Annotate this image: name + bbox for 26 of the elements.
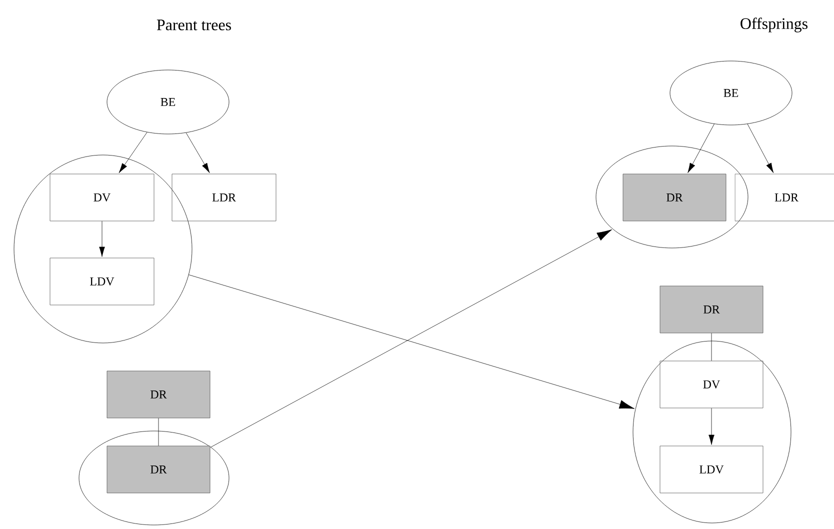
column-heading: Parent trees xyxy=(156,20,231,30)
arrow xyxy=(210,229,612,448)
process-box: DR xyxy=(106,446,210,494)
process-box: DV xyxy=(50,174,154,222)
ellipse-node: BE xyxy=(106,70,230,134)
selection-ellipse xyxy=(596,146,748,248)
arrow xyxy=(747,124,774,173)
process-box: DR xyxy=(106,370,210,418)
process-box: DR xyxy=(622,174,726,222)
arrow xyxy=(688,124,714,173)
arrow xyxy=(118,132,148,174)
process-box: DV xyxy=(660,360,764,408)
arrow xyxy=(188,274,635,409)
process-box: LDR xyxy=(734,174,834,222)
arrow xyxy=(186,132,210,174)
process-box: LDR xyxy=(172,174,276,222)
process-box: DR xyxy=(660,286,764,334)
selection-ellipse xyxy=(78,430,230,526)
process-box: LDV xyxy=(660,446,764,494)
process-box: LDV xyxy=(50,258,154,306)
arrow xyxy=(99,221,105,257)
selection-ellipse xyxy=(14,154,192,344)
ellipse-node: BE xyxy=(670,60,792,126)
selection-ellipse xyxy=(632,340,792,524)
arrow xyxy=(708,408,714,445)
column-heading: Offsprings xyxy=(740,18,808,32)
